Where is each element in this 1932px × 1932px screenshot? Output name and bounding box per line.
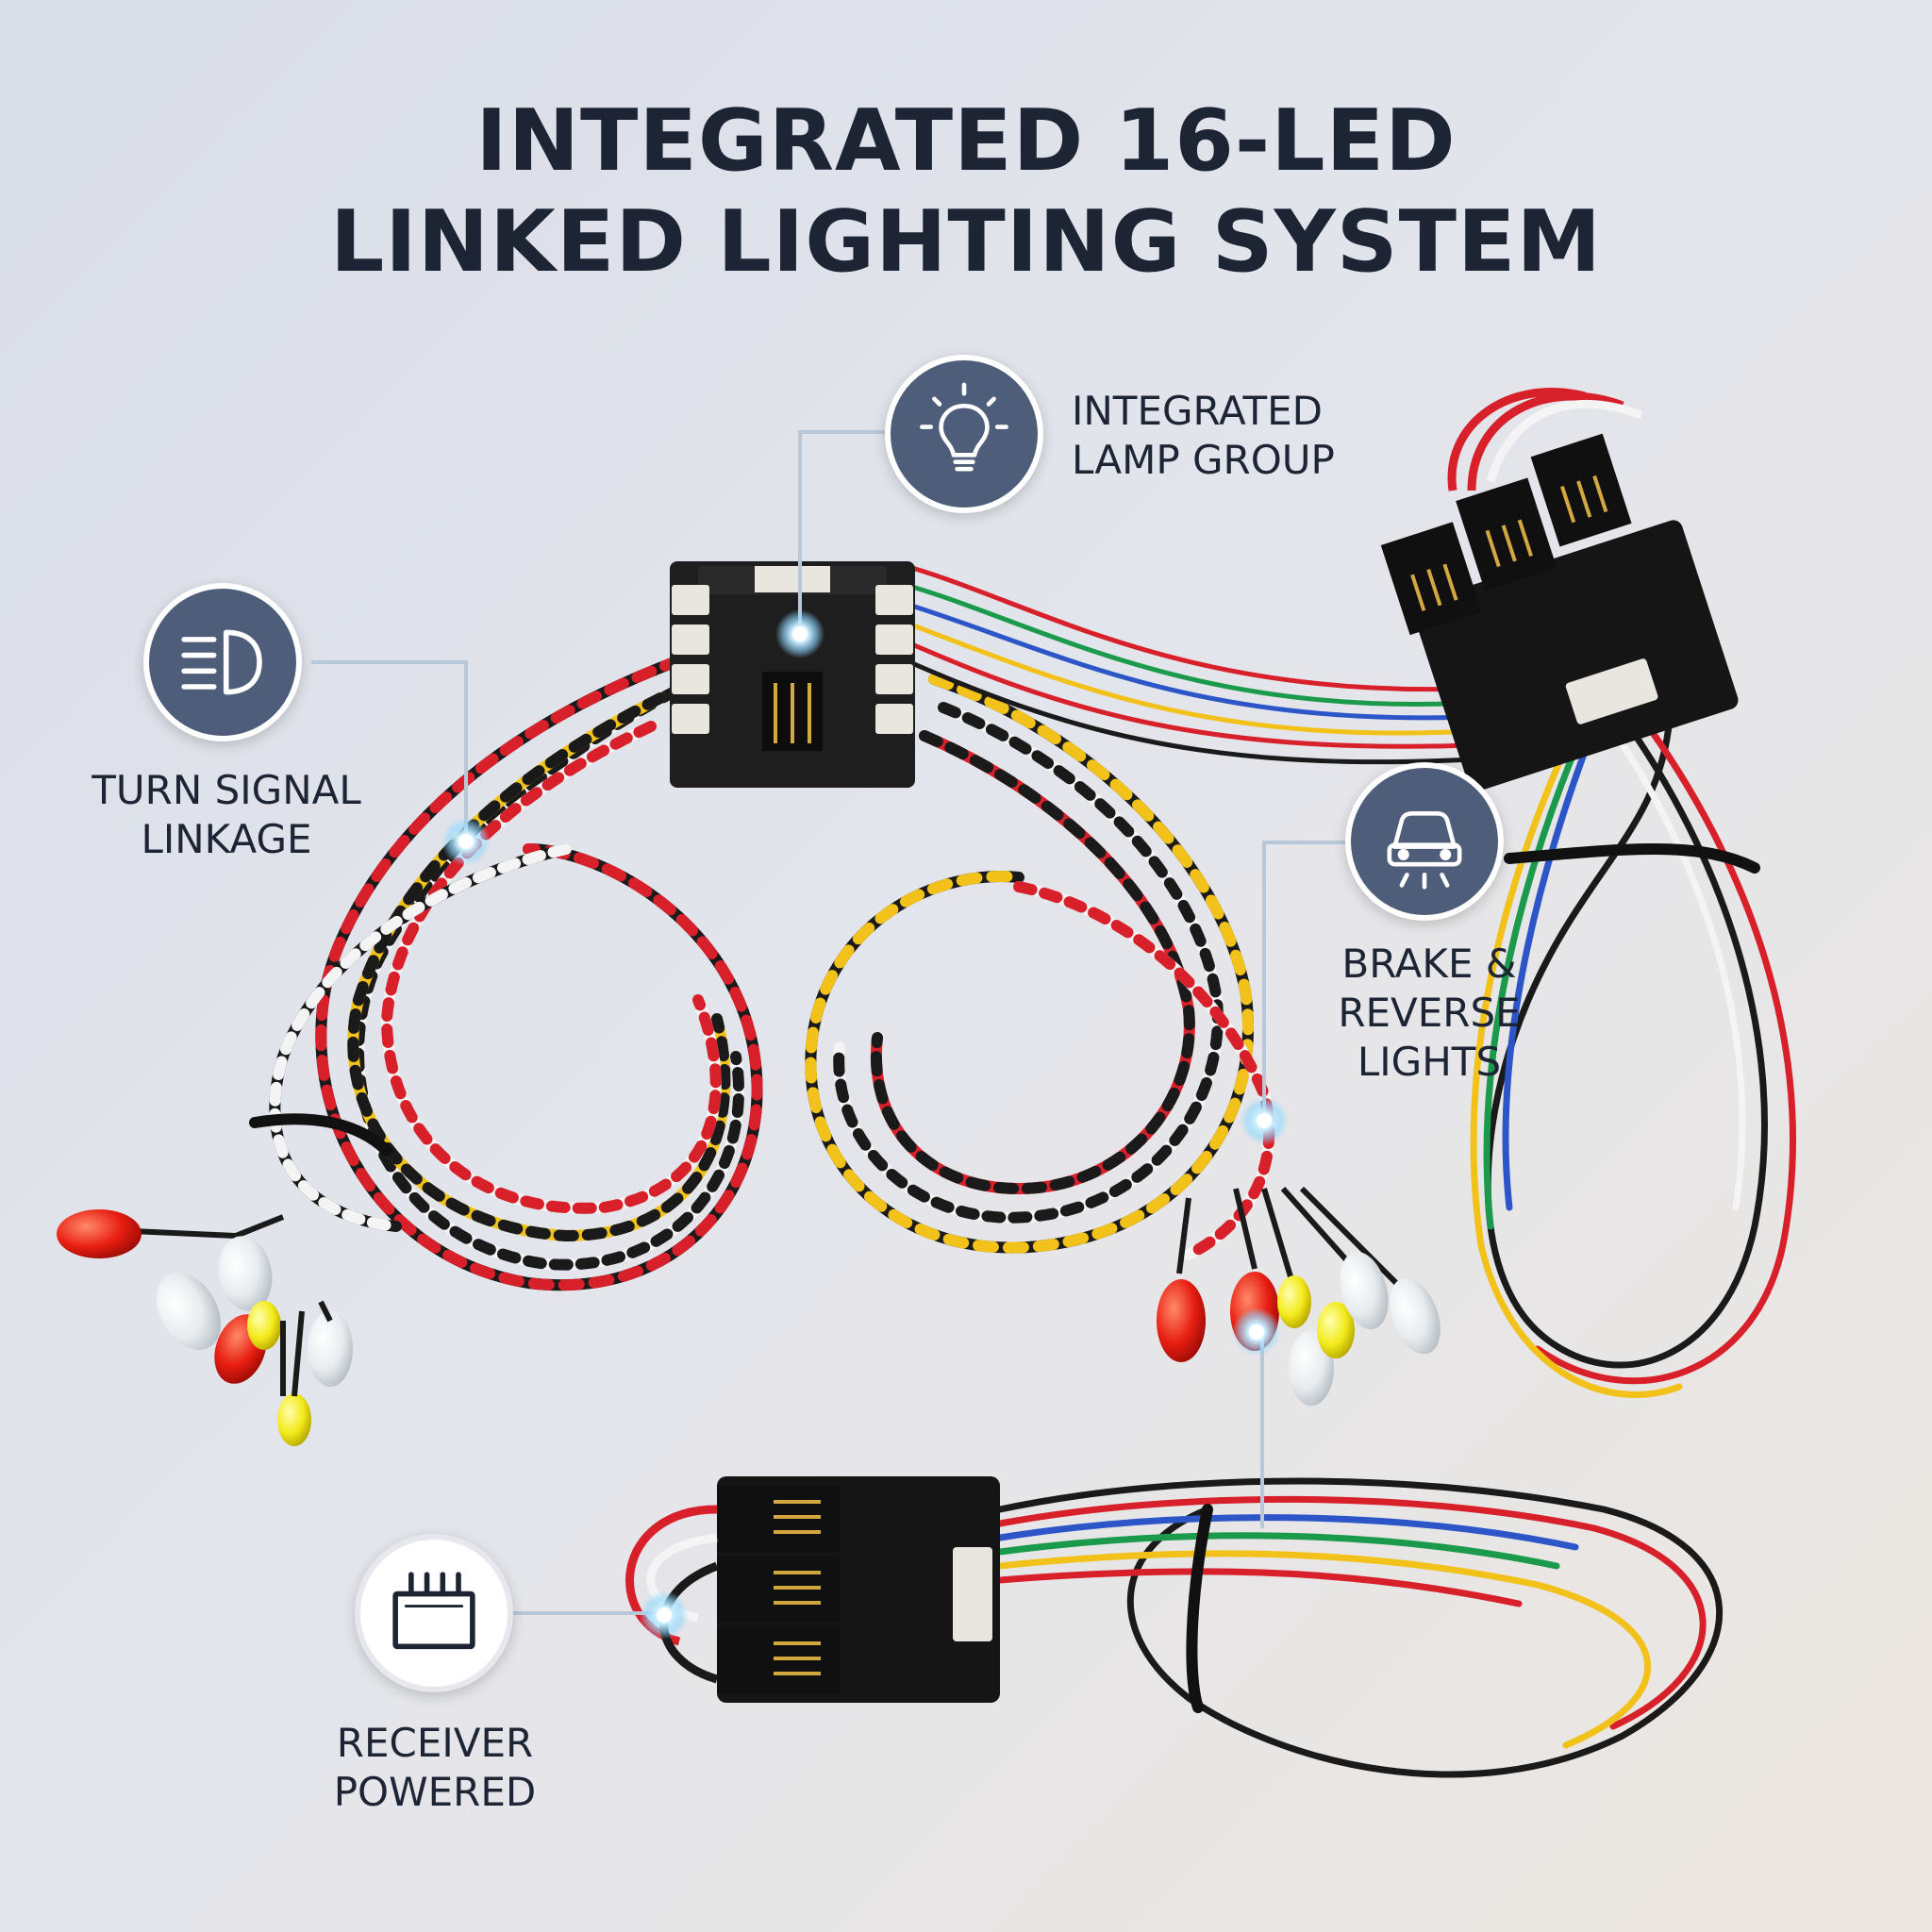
page-title-line-2: LINKED LIGHTING SYSTEM <box>329 192 1603 291</box>
led-group-right <box>1157 1186 1441 1406</box>
turn-signal-icon-circle <box>143 583 302 741</box>
ribbon-wires-top <box>903 563 1474 765</box>
brake-reverse-label: BRAKE & REVERSE LIGHTS <box>1338 941 1521 1085</box>
cable-tie-bottom <box>1186 1504 1213 1713</box>
headlight-beam-icon <box>181 629 262 695</box>
servo-connector-module-bottom <box>625 1476 1000 1703</box>
receiver-label: RECEIVER POWERED <box>333 1720 537 1815</box>
light-bulb-icon <box>920 382 1008 472</box>
car-lights-icon <box>1387 810 1462 890</box>
cable-tie-left <box>249 1113 392 1157</box>
turn-signal-label: TURN SIGNAL LINKAGE <box>92 767 361 862</box>
servo-connector-module-top <box>1380 388 1739 791</box>
callout-leader-lines <box>311 430 1345 1615</box>
receiver-icon-circle <box>355 1534 513 1692</box>
brake-reverse-icon-circle <box>1345 762 1504 921</box>
page-title-line-1: INTEGRATED 16-LED <box>475 92 1457 191</box>
lamp-group-label: INTEGRATED LAMP GROUP <box>1072 388 1335 483</box>
receiver-connector-icon <box>392 1572 475 1650</box>
central-led-hub <box>670 561 915 788</box>
cable-tie-right <box>1504 843 1760 874</box>
led-group-left <box>57 1209 353 1446</box>
servo-wire-loop-bottom <box>996 1477 1723 1778</box>
lamp-group-icon-circle <box>885 355 1043 513</box>
glow-dots <box>441 609 1289 1640</box>
